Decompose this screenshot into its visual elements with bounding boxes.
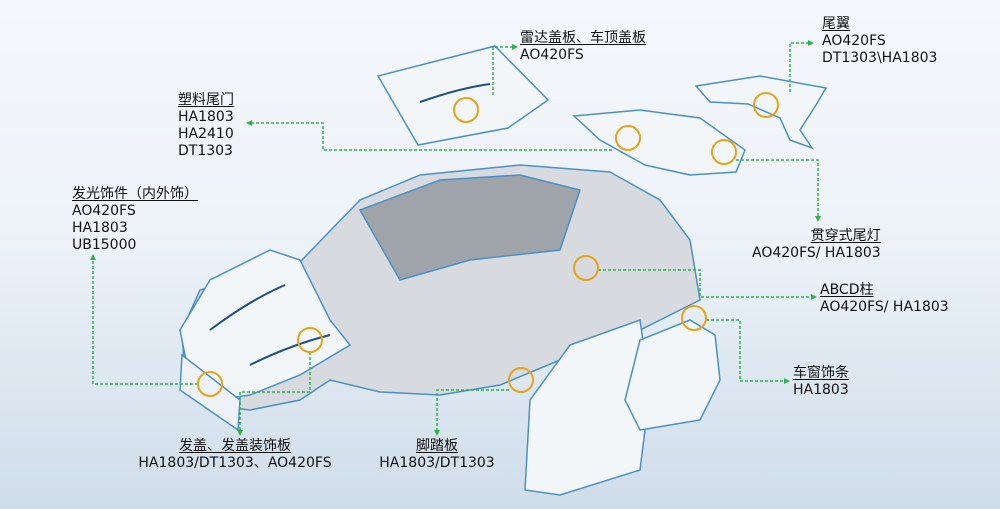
label-material: HA1803 <box>178 109 234 125</box>
label-material: HA1803/DT1303 <box>379 455 495 471</box>
label-window-trim: 车窗饰条 HA1803 <box>793 365 849 399</box>
label-abcd-pillar: ABCD柱 AO420FS/ HA1803 <box>820 282 949 316</box>
marker-hood <box>297 327 323 353</box>
label-material: AO420FS <box>520 47 584 63</box>
leader-radar <box>492 46 514 95</box>
label-material: AO420FS/ HA1803 <box>820 299 949 315</box>
label-material: HA2410 <box>178 126 234 142</box>
label-spoiler: 尾翼 AO420FS DT1303\HA1803 <box>822 16 937 67</box>
label-running-board: 脚踏板 HA1803/DT1303 <box>377 438 497 472</box>
label-title: 雷达盖板、车顶盖板 <box>520 30 646 46</box>
marker-radar <box>453 97 479 123</box>
radar-cover-stripe <box>419 83 491 103</box>
label-title: ABCD柱 <box>820 282 874 298</box>
label-title: 车窗饰条 <box>793 365 849 381</box>
leader-board <box>436 389 509 432</box>
arrowhead-taillight <box>815 216 821 222</box>
windshield-frame <box>358 174 581 281</box>
label-material: AO420FS <box>72 203 136 219</box>
label-material: HA1803 <box>793 382 849 398</box>
leader-hood <box>239 352 311 432</box>
label-material: HA1803/DT1303、AO420FS <box>138 455 332 471</box>
label-material: DT1303 <box>178 143 233 159</box>
label-title: 尾翼 <box>822 16 850 32</box>
arrowhead-spoiler <box>808 40 814 46</box>
marker-luminous <box>197 371 223 397</box>
label-hood: 发盖、发盖装饰板 HA1803/DT1303、AO420FS <box>135 438 335 472</box>
marker-tailgate <box>615 125 641 151</box>
label-material: HA1803 <box>72 220 128 236</box>
label-radar-cover: 雷达盖板、车顶盖板 AO420FS <box>520 30 646 64</box>
arrowhead-luminous <box>90 254 96 260</box>
tailgate-part <box>572 109 746 176</box>
marker-spoiler <box>753 92 779 118</box>
arrowhead-pillar <box>811 294 817 300</box>
label-material: DT1303\HA1803 <box>822 50 938 66</box>
leader-pillar <box>598 269 813 298</box>
marker-window <box>681 305 707 331</box>
leader-taillight <box>736 159 819 218</box>
marker-board <box>508 367 534 393</box>
spoiler-part <box>694 75 828 150</box>
arrowhead-hood <box>237 430 243 436</box>
roof-panel <box>376 45 550 146</box>
arrowhead-radar <box>512 44 518 50</box>
label-title: 脚踏板 <box>416 438 458 454</box>
marker-pillar <box>573 255 599 281</box>
label-title: 发盖、发盖装饰板 <box>179 438 291 454</box>
rear-door <box>624 319 721 431</box>
label-title: 发光饰件（内外饰） <box>72 186 198 202</box>
leader-spoiler <box>789 42 810 92</box>
label-material: UB15000 <box>72 237 137 253</box>
label-plastic-tailgate: 塑料尾门 HA1803 HA2410 DT1303 <box>178 92 234 160</box>
label-title: 贯穿式尾灯 <box>810 228 881 244</box>
leader-tailgate <box>250 122 612 151</box>
label-through-taillight: 贯穿式尾灯 AO420FS/ HA1803 <box>752 228 881 262</box>
arrowhead-tailgate <box>246 120 252 126</box>
label-material: AO420FS <box>822 33 886 49</box>
marker-taillight <box>711 139 737 165</box>
label-title: 塑料尾门 <box>178 92 234 108</box>
label-material: AO420FS/ HA1803 <box>752 245 881 261</box>
leader-luminous <box>92 258 198 385</box>
label-luminous-trim: 发光饰件（内外饰） AO420FS HA1803 UB15000 <box>72 186 198 254</box>
arrowhead-board <box>434 430 440 436</box>
arrowhead-window <box>784 378 790 384</box>
leader-window <box>706 319 786 382</box>
